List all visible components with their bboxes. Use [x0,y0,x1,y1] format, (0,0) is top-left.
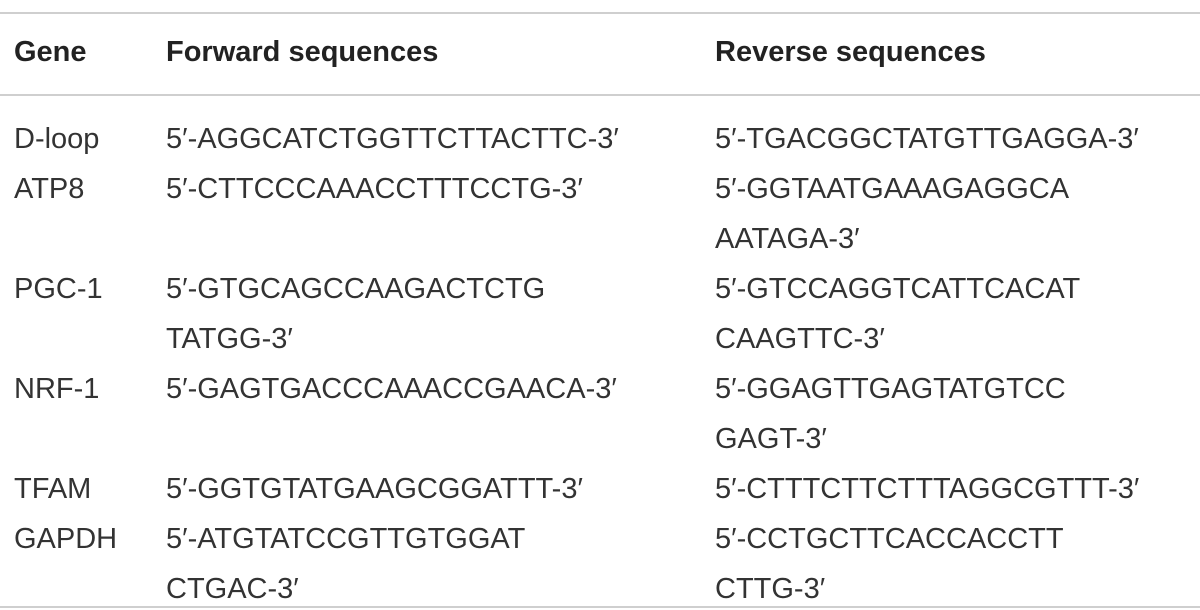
header-reverse: Reverse sequences [715,36,986,68]
table-row: PGC-1 5′-GTGCAGCCAAGACTCTG TATGG-3′ 5′-GTCC… [0,264,1200,364]
table-row: ATP8 5′-CTTCCCAAACCTTTCCTG-3′ 5′-GGTAATGAA… [0,164,1200,264]
sequence-line: 5′-CTTCCCAAACCTTTCCTG-3′ [166,173,583,205]
forward-sequence-cell: 5′-AGGCATCTGGTTCTTACTTC-3′ [166,114,619,164]
sequence-line: TATGG-3′ [166,323,293,355]
table-row: TFAM 5′-GGTGTATGAAGCGGATTT-3′ 5′-CTTTCTTCT… [0,464,1200,514]
forward-sequence-cell: 5′-GGTGTATGAAGCGGATTT-3′ [166,464,583,514]
top-rule [0,12,1200,14]
forward-sequence-cell: 5′-GAGTGACCCAAACCGAACA-3′ [166,364,617,414]
sequence-line: 5′-GGTAATGAAAGAGGCA [715,173,1070,205]
sequence-line: 5′-CCTGCTTCACCACCTT [715,523,1064,555]
bottom-rule [0,606,1200,608]
sequence-line: CTTG-3′ [715,573,826,605]
gene-cell: NRF-1 [14,373,100,405]
sequence-line: 5′-AGGCATCTGGTTCTTACTTC-3′ [166,123,619,155]
forward-sequence-cell: 5′-GTGCAGCCAAGACTCTG TATGG-3′ [166,264,545,364]
header-rule [0,94,1200,96]
sequence-line: 5′-CTTTCTTCTTTAGGCGTTT-3′ [715,473,1140,505]
sequence-line: GAGT-3′ [715,423,827,455]
header-gene: Gene [14,36,87,68]
sequence-line: CAAGTTC-3′ [715,323,885,355]
gene-cell: D-loop [14,123,100,155]
sequence-line: 5′-GAGTGACCCAAACCGAACA-3′ [166,373,617,405]
gene-cell: ATP8 [14,173,85,205]
reverse-sequence-cell: 5′-CTTTCTTCTTTAGGCGTTT-3′ [715,464,1139,514]
gene-cell: PGC-1 [14,273,103,305]
table-row: NRF-1 5′-GAGTGACCCAAACCGAACA-3′ 5′-GGAGTTG… [0,364,1200,464]
header-forward: Forward sequences [166,36,439,68]
sequence-line: 5′-TGACGGCTATGTTGAGGA-3′ [715,123,1139,155]
sequence-line: 5′-GGAGTTGAGTATGTCC [715,373,1066,405]
table-row: GAPDH 5′-ATGTATCCGTTGTGGAT CTGAC-3′ 5′-CCTG… [0,514,1200,610]
reverse-sequence-cell: 5′-GGTAATGAAAGAGGCA AATAGA-3′ [715,164,1069,264]
reverse-sequence-cell: 5′-GGAGTTGAGTATGTCC GAGT-3′ [715,364,1066,464]
sequence-line: 5′-GTCCAGGTCATTCACAT [715,273,1081,305]
forward-sequence-cell: 5′-CTTCCCAAACCTTTCCTG-3′ [166,164,583,214]
reverse-sequence-cell: 5′-CCTGCTTCACCACCTT CTTG-3′ [715,514,1064,610]
sequence-line: 5′-GGTGTATGAAGCGGATTT-3′ [166,473,583,505]
forward-sequence-cell: 5′-ATGTATCCGTTGTGGAT CTGAC-3′ [166,514,525,610]
sequence-line: CTGAC-3′ [166,573,299,605]
gene-cell: GAPDH [14,523,118,555]
sequence-line: 5′-ATGTATCCGTTGTGGAT [166,523,526,555]
reverse-sequence-cell: 5′-TGACGGCTATGTTGAGGA-3′ [715,114,1139,164]
table-row: D-loop 5′-AGGCATCTGGTTCTTACTTC-3′ 5′-TGACG… [0,114,1200,164]
sequence-line: 5′-GTGCAGCCAAGACTCTG [166,273,546,305]
table-header-row: Gene Forward sequences Reverse sequences [0,32,1200,72]
reverse-sequence-cell: 5′-GTCCAGGTCATTCACAT CAAGTTC-3′ [715,264,1080,364]
gene-cell: TFAM [14,473,92,505]
sequence-line: AATAGA-3′ [715,223,860,255]
table-body: D-loop 5′-AGGCATCTGGTTCTTACTTC-3′ 5′-TGACG… [0,114,1200,610]
